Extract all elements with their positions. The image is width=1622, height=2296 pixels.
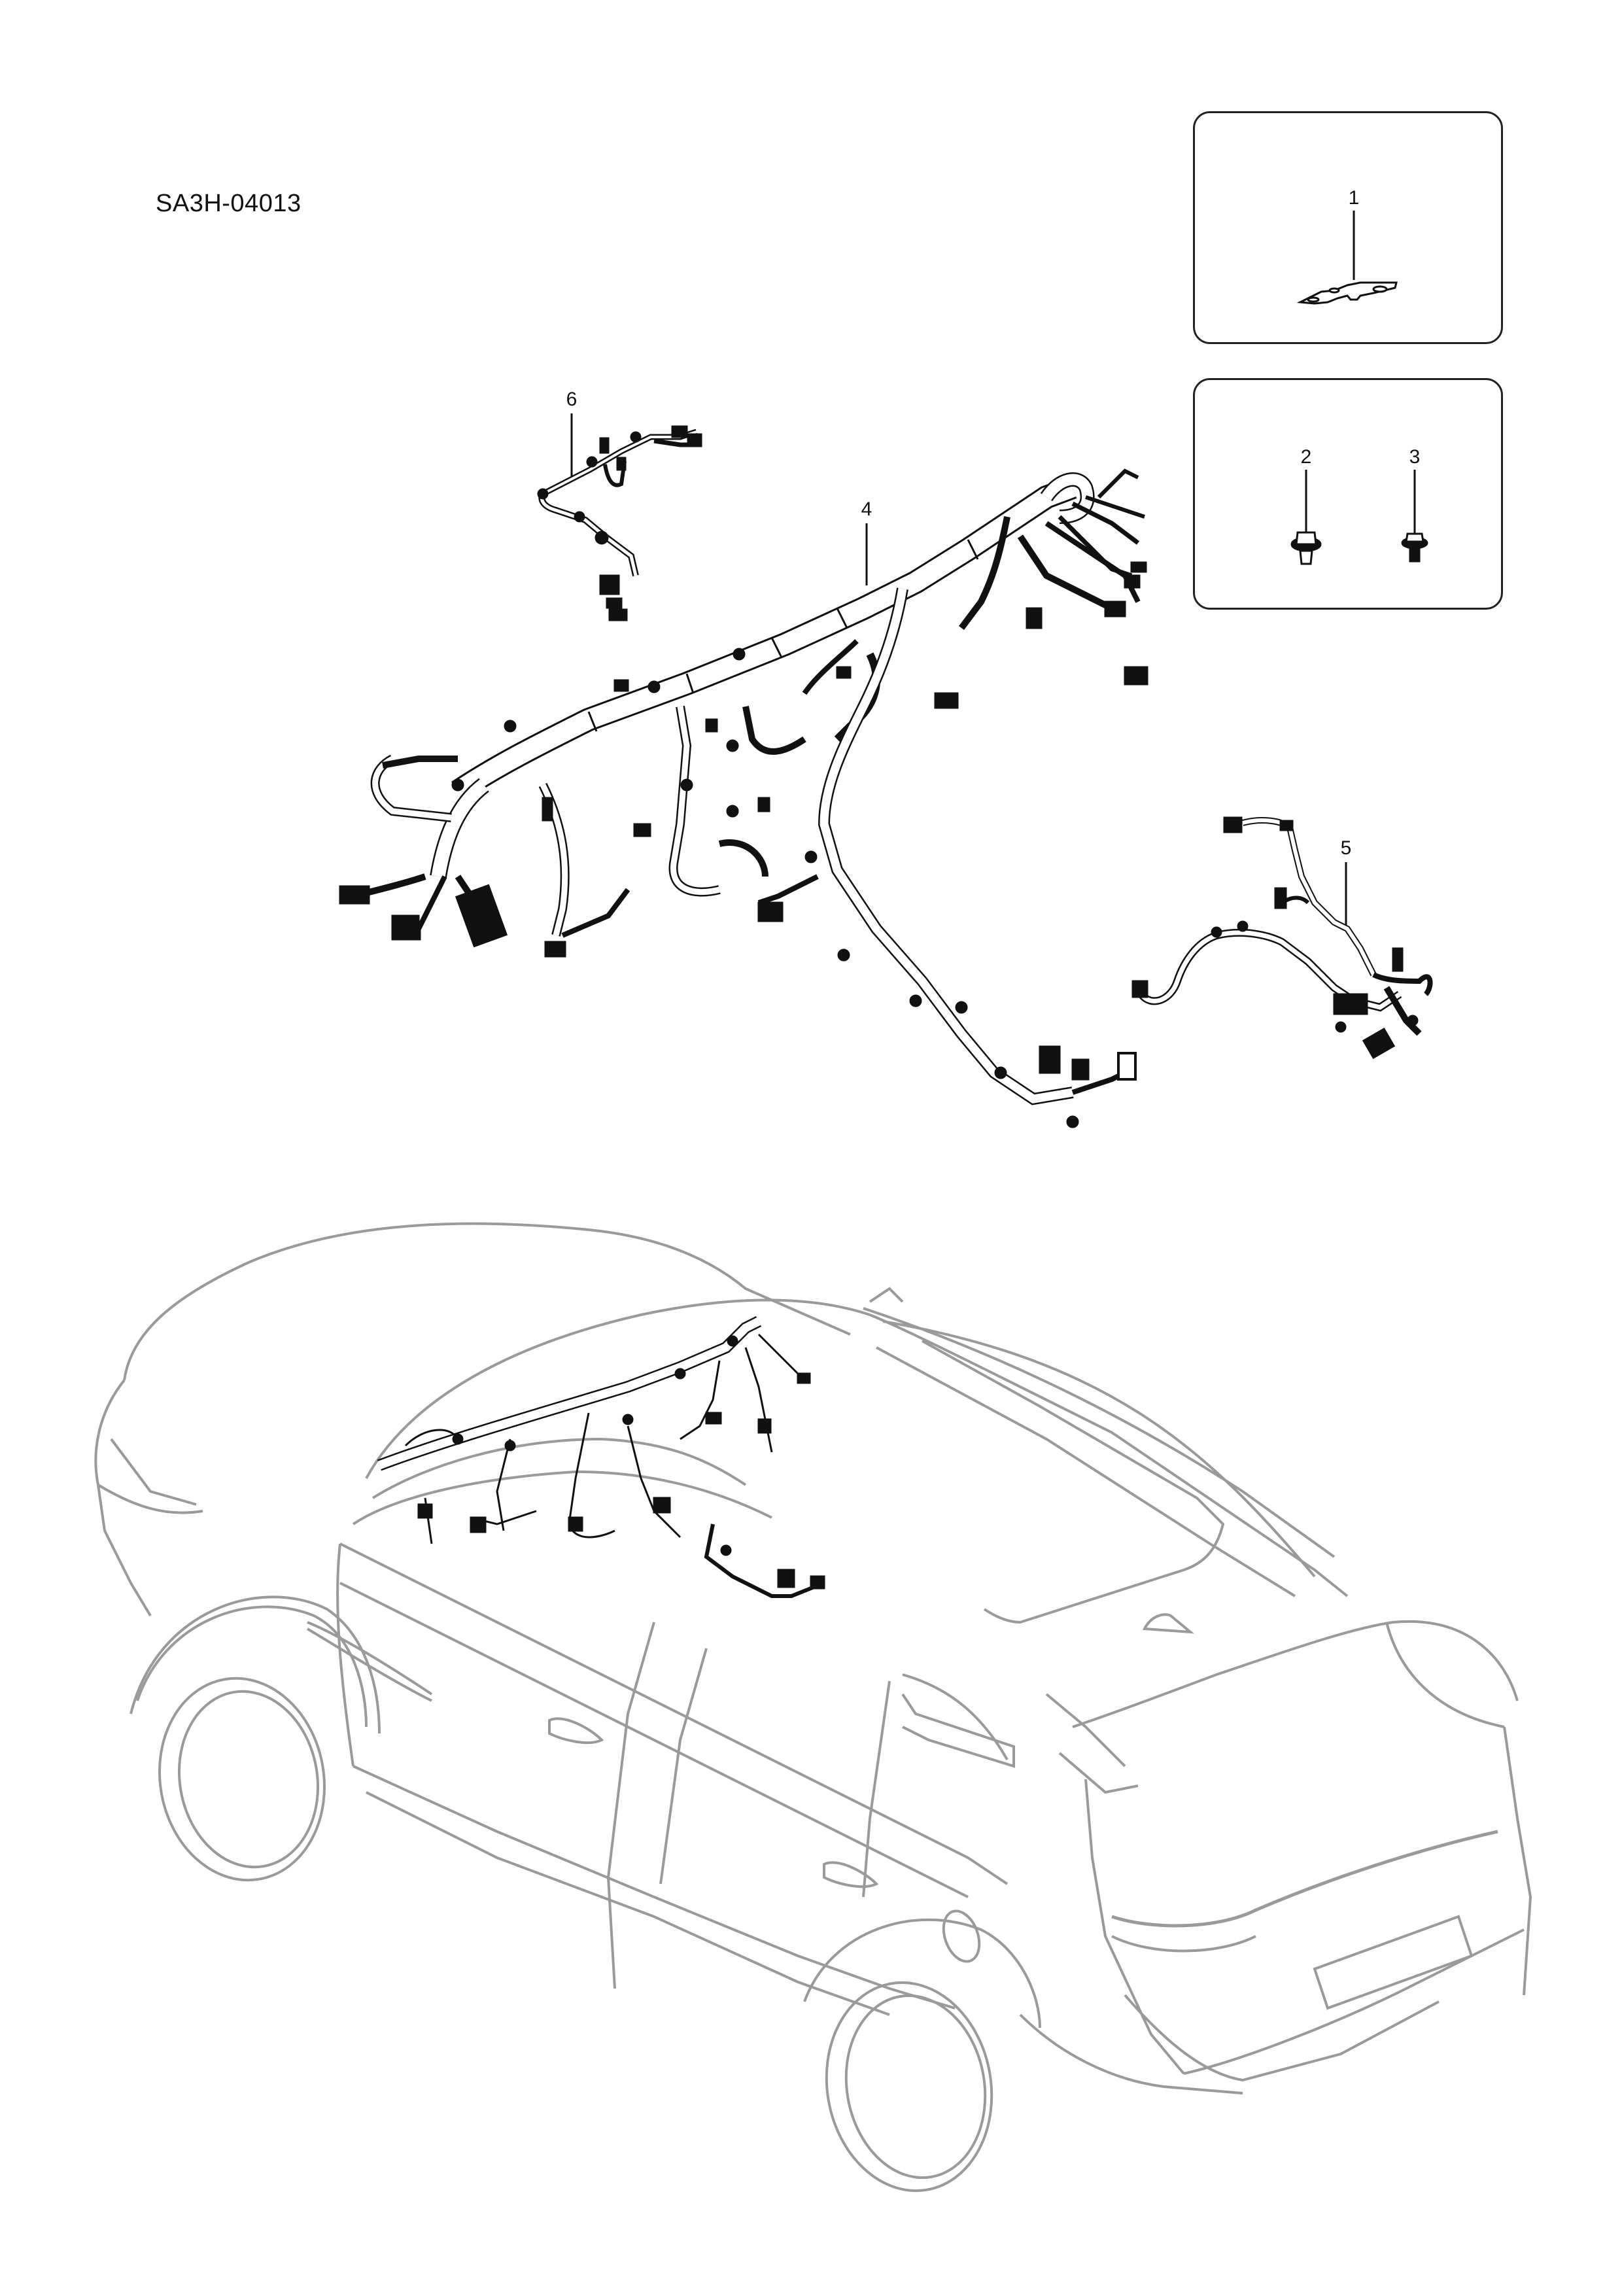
wiring-harness-4	[339, 468, 1148, 1128]
callout-5: 5	[1340, 837, 1352, 859]
wiring-harness-6	[537, 425, 702, 621]
callout-3: 3	[1409, 446, 1421, 468]
bracket-icon	[1296, 281, 1398, 305]
callout-4: 4	[861, 498, 872, 520]
vehicle-outline	[94, 1222, 1532, 2193]
wiring-harness-5	[1131, 816, 1433, 1060]
callout-1: 1	[1348, 187, 1360, 209]
bolt-clip-icon	[1290, 531, 1322, 565]
callout-2: 2	[1300, 446, 1312, 468]
inset-box-fasteners	[1193, 378, 1503, 610]
flange-bolt-icon	[1401, 532, 1428, 563]
diagram-code: SA3H-04013	[156, 190, 302, 217]
callout-6: 6	[566, 389, 578, 410]
inset-box-bracket	[1193, 111, 1503, 344]
leader-lines	[570, 211, 1416, 928]
harness-installed-view	[377, 1315, 825, 1598]
